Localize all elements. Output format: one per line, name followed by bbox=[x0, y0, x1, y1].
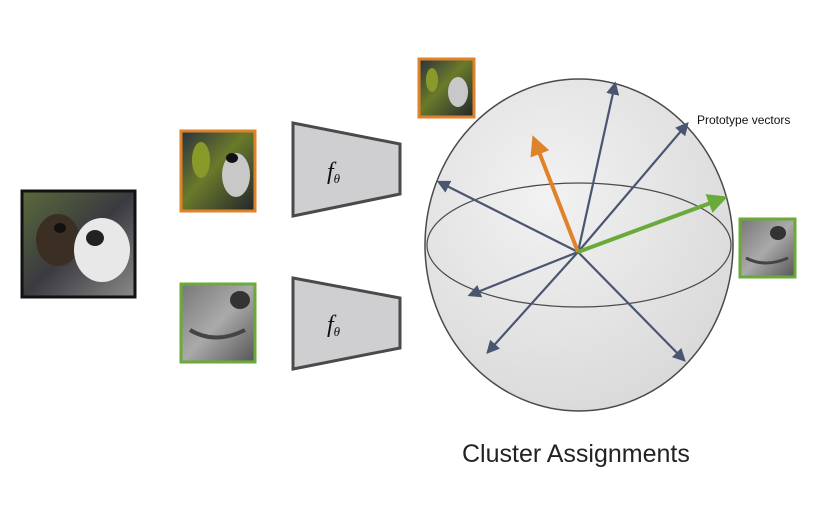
crop-orange-view bbox=[179, 129, 257, 213]
encoder-bottom-label: fθ bbox=[327, 312, 341, 339]
orange-assignment-vector bbox=[530, 135, 580, 253]
encoder-top: fθ bbox=[291, 121, 402, 218]
crop-green-projection bbox=[738, 217, 797, 279]
prototype-vector bbox=[577, 251, 686, 362]
original-dog-image bbox=[20, 189, 137, 299]
prototype-vector bbox=[576, 81, 620, 253]
prototype-vectors-label: Prototype vectors bbox=[697, 113, 791, 127]
sphere-equator bbox=[426, 182, 732, 308]
cluster-assignments-title: Cluster Assignments bbox=[462, 440, 690, 468]
green-assignment-vector bbox=[577, 194, 728, 254]
crop-green-view bbox=[179, 282, 257, 364]
crop-orange-projection bbox=[417, 57, 476, 119]
prototype-vectors bbox=[436, 81, 689, 362]
prototype-vector bbox=[436, 180, 579, 253]
encoder-bottom: fθ bbox=[291, 276, 402, 371]
prototype-vector bbox=[486, 251, 579, 354]
prototype-vector bbox=[467, 250, 579, 298]
encoder-top-label: fθ bbox=[327, 159, 341, 186]
prototype-vector bbox=[577, 121, 689, 253]
